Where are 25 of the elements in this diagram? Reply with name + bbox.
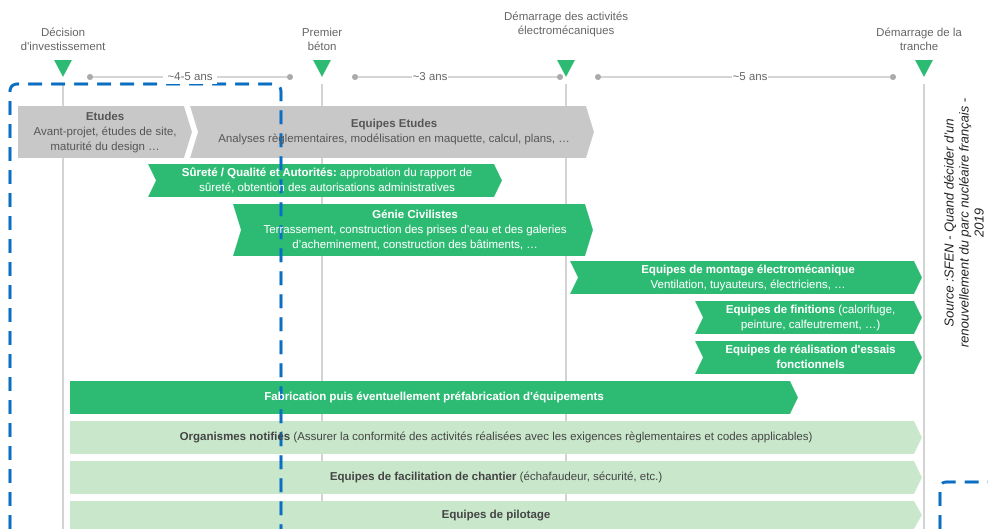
phase-arrow-band — [190, 106, 594, 158]
band-heading: Etudes — [86, 110, 124, 124]
duration-label: ~4-5 ans — [163, 70, 217, 84]
phase-arrow-band — [18, 106, 192, 158]
phase-arrow-band — [70, 421, 922, 454]
band-heading: Equipes de montage électromécanique — [641, 262, 855, 278]
band-heading: Génie Civilistes — [372, 208, 458, 222]
band-text: Equipes de finitions (calorifuge, peinture, calfeutrement, …) — [724, 302, 896, 332]
band-text: Terrassement, construction des prises d’eau et des galeries d’acheminement, construction des bâtiments, … — [262, 222, 568, 252]
phase-arrow-band — [148, 164, 502, 197]
phase-arrow-band — [233, 204, 593, 256]
phase-arrow-band — [70, 381, 798, 414]
phase-arrow-band — [70, 461, 922, 494]
band-text: Equipes de réalisation d'essais fonctionnels — [724, 342, 897, 372]
phase-arrow-band — [695, 301, 922, 334]
phase-arrow-band — [570, 261, 922, 294]
band-text: Equipes de facilitation de chantier (échafaudeur, sécurité, etc.) — [330, 470, 662, 485]
band-heading: Equipes Etudes — [350, 117, 438, 132]
phase-arrow-band — [695, 341, 922, 374]
band-text: Avant-projet, études de site, maturité du design … — [32, 124, 178, 154]
band-text: Equipes de pilotage — [442, 508, 550, 522]
band-text: Fabrication puis éventuellement préfabrication d'équipements — [264, 390, 604, 405]
band-text: Ventilation, tuyauteurs, électriciens, … — [650, 278, 846, 292]
band-text: Sûreté / Qualité et Autorités: approbation du rapport de sûreté, obtention des autorisations administratives — [180, 166, 474, 196]
phase-arrow-band — [70, 501, 922, 529]
